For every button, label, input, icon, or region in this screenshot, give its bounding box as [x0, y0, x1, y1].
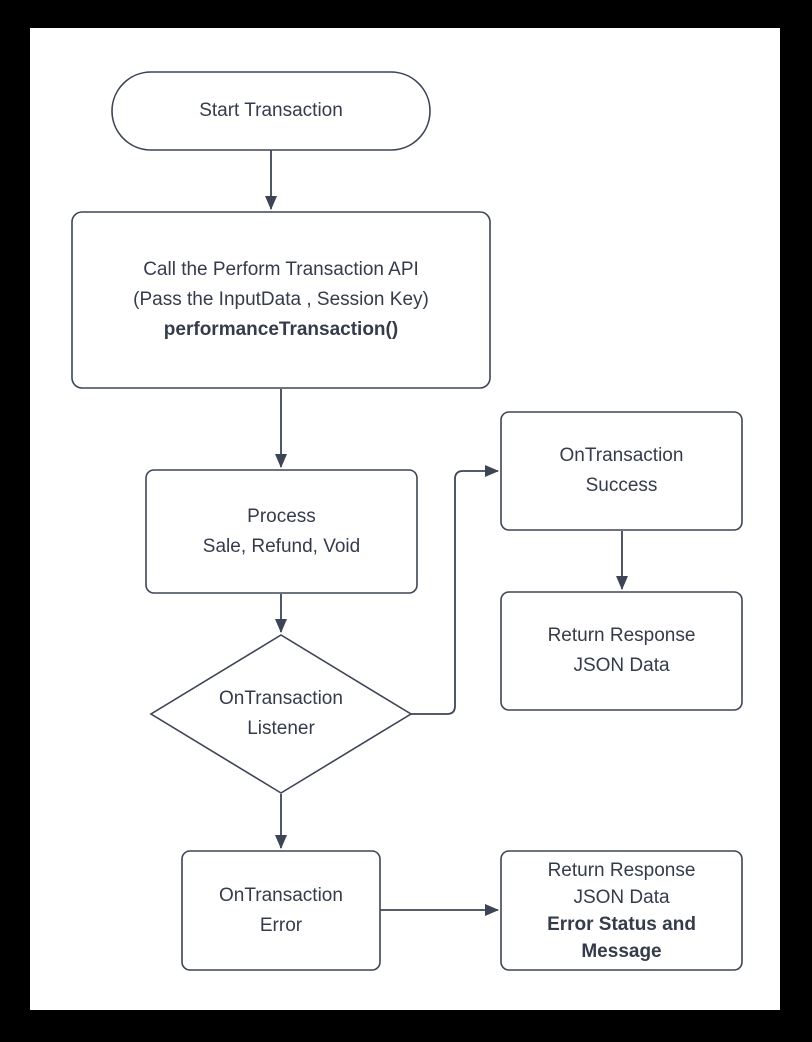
node-label-line: Error [259, 914, 303, 936]
node-error-label: OnTransaction Error [182, 851, 380, 970]
success-shape [500, 411, 743, 531]
node-label-line: Listener [247, 718, 315, 739]
node-label-line: Message [581, 940, 662, 962]
node-label-line: OnTransaction [219, 884, 343, 906]
node-label-line: Process [247, 505, 316, 527]
process-shape [145, 469, 418, 594]
error-shape [181, 850, 381, 971]
node-label-line: Success [585, 475, 658, 496]
diagram-page: Start Transaction Call the Perform Trans… [30, 28, 780, 1010]
flowchart-svg [71, 71, 743, 971]
node-label-line: JSON Data [573, 655, 670, 676]
node-label-line: Return Response [547, 625, 696, 646]
node-call-api-label: Call the Perform Transaction API (Pass t… [72, 212, 490, 388]
return-success-shape [500, 591, 743, 711]
node-label-line: Error Status and [547, 913, 696, 935]
start-terminator-shape [111, 71, 431, 151]
node-return-error-label: Return Response JSON Data Error Status a… [501, 851, 742, 970]
node-label-line: performanceTransaction() [163, 319, 399, 340]
node-label-line: (Pass the InputData , Session Key) [133, 289, 429, 310]
node-return-success-label: Return Response JSON Data [501, 592, 742, 710]
edge-listener-to-success [411, 465, 499, 715]
node-label-line: Call the Perform Transaction API [143, 259, 419, 280]
node-label-line: OnTransaction [559, 445, 684, 466]
node-listener-label: OnTransaction Listener [151, 635, 411, 793]
node-label-line: JSON Data [573, 886, 670, 908]
node-process-label: Process Sale, Refund, Void [146, 470, 417, 593]
call-api-shape [71, 211, 491, 389]
node-label-line: Sale, Refund, Void [202, 535, 361, 557]
node-label-line: OnTransaction [219, 688, 343, 709]
node-label-line: Start Transaction [199, 100, 343, 121]
return-error-shape [500, 850, 743, 971]
node-success-label: OnTransaction Success [501, 412, 742, 530]
node-label-line: Return Response [547, 859, 696, 881]
node-start-label: Start Transaction [112, 72, 430, 150]
listener-decision-shape [149, 634, 413, 794]
